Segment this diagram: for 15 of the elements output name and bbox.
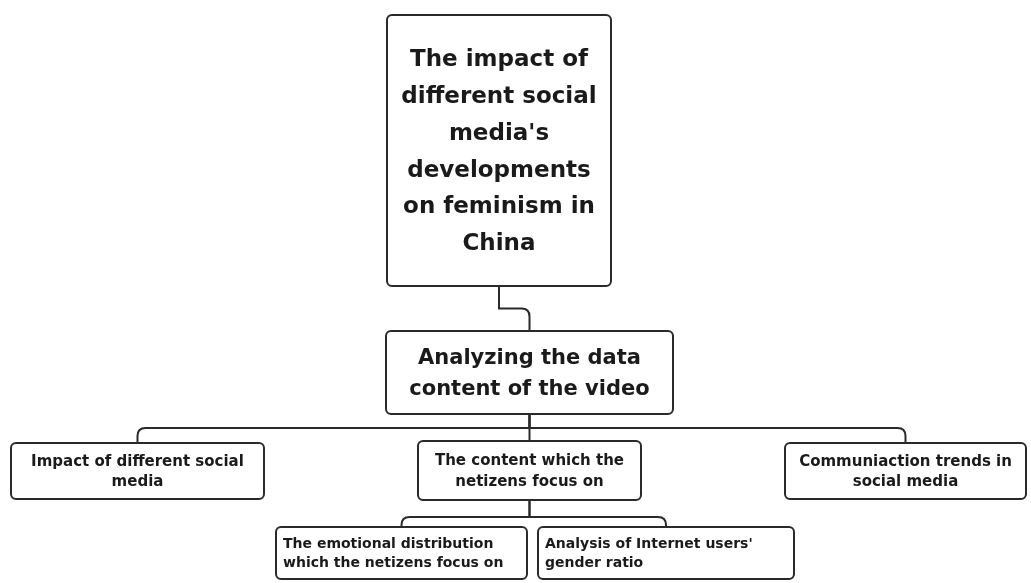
topic-text: Analysis of Internet users' gender ratio bbox=[545, 534, 754, 572]
topic-text: Analyzing the data content of the video bbox=[408, 344, 651, 402]
topic-box bbox=[417, 440, 642, 501]
topic-text: Communiaction trends in social media bbox=[798, 450, 1013, 492]
topic-box bbox=[10, 442, 265, 500]
topic-box bbox=[537, 526, 795, 580]
topic-box bbox=[275, 526, 528, 580]
topic-box bbox=[385, 330, 674, 415]
connector-line bbox=[498, 286, 531, 331]
topic-text: The content which the netizens focus on bbox=[433, 450, 626, 491]
topic-text: The emotional distribution which the netizens focus on bbox=[283, 534, 505, 572]
topic-text: The impact of different social media's developments on feminism in China bbox=[400, 44, 598, 258]
topic-text: Impact of different social media bbox=[30, 450, 245, 492]
topic-box bbox=[784, 442, 1027, 500]
topic-box bbox=[386, 14, 612, 287]
